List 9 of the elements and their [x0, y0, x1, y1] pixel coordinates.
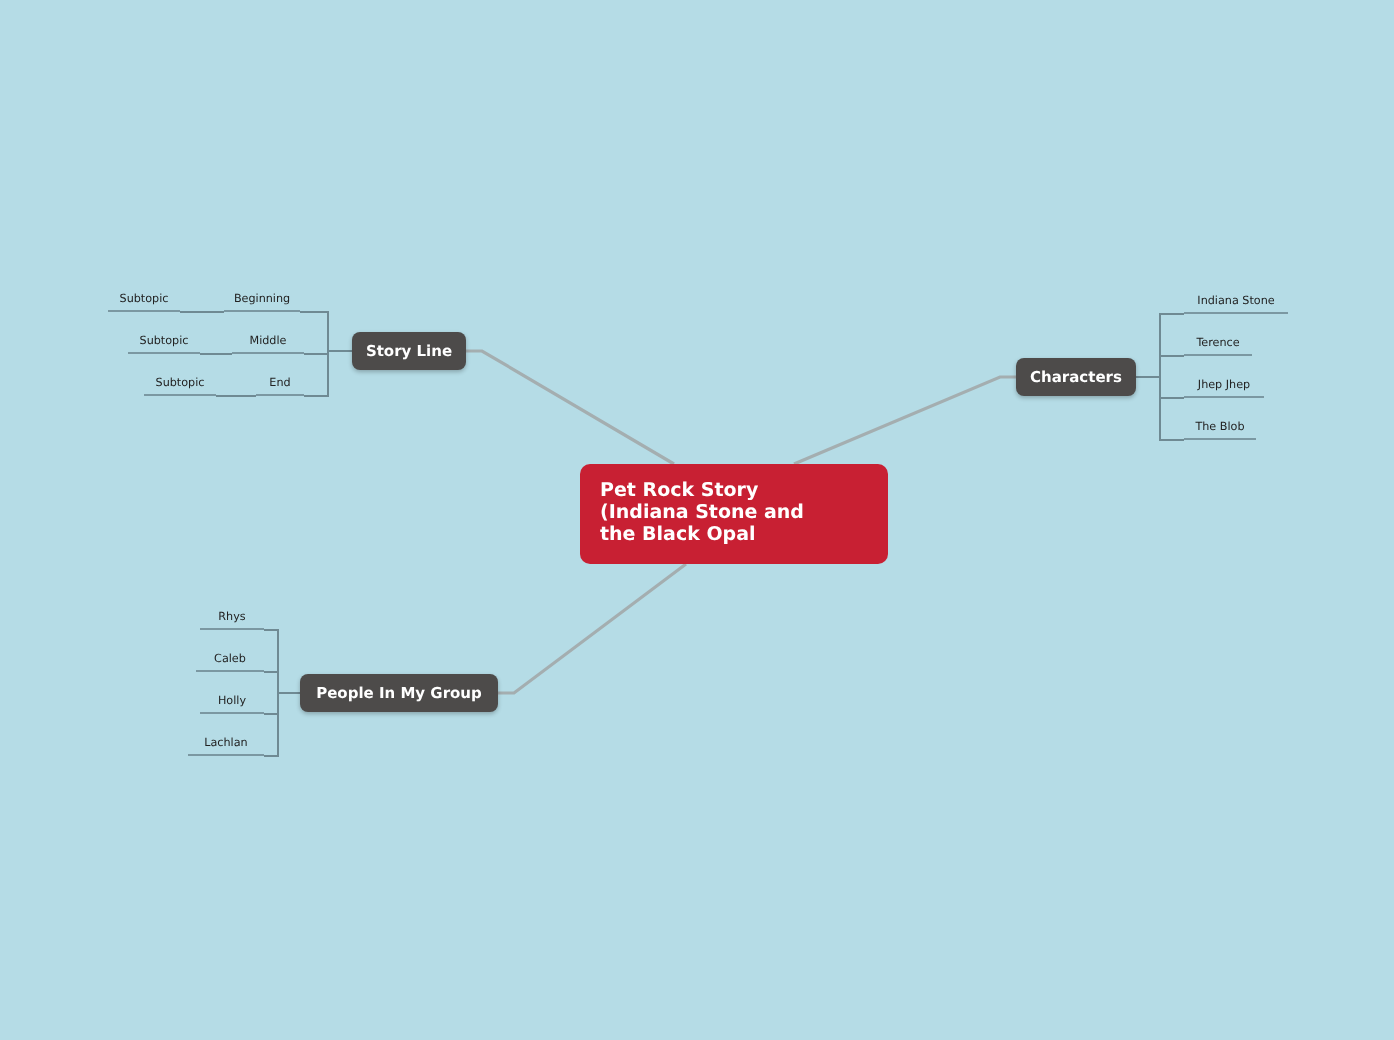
branch-connector: [466, 349, 675, 466]
branch-connector: [793, 375, 1016, 466]
connector-line: [199, 353, 233, 355]
connector-line: [1135, 376, 1185, 441]
connector-line: [215, 395, 257, 397]
central-topic-box: Pet Rock Story (Indiana Stone and the Black Opal: [580, 464, 888, 564]
connector-line: [179, 311, 225, 313]
branch-connector: [498, 562, 687, 695]
connector-line: [263, 692, 301, 757]
